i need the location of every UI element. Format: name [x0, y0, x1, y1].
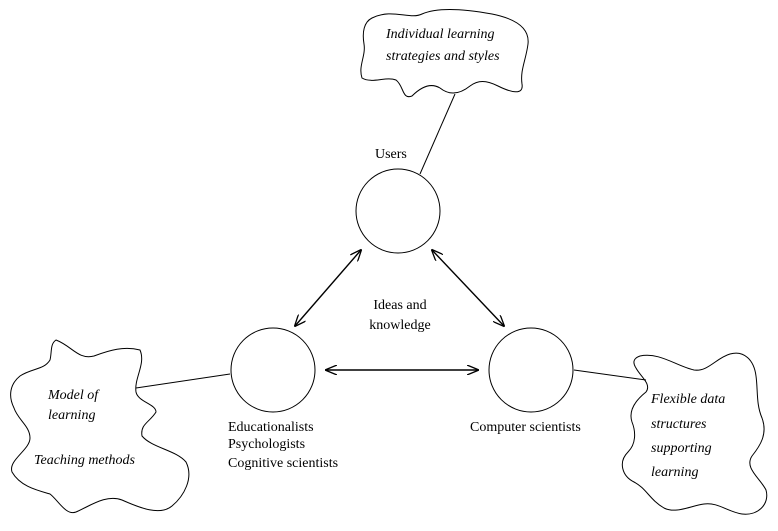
cognitive-scientists-label: Cognitive scientists [228, 456, 338, 471]
arrow-users-educationalists [295, 250, 361, 326]
center-label-line-2: knowledge [369, 318, 430, 333]
connector-computer-scientists-cloud [573, 369, 647, 381]
cloud-top-line-2: strategies and styles [386, 49, 500, 64]
connector-users-cloud [419, 93, 456, 175]
cloud-right [621, 352, 768, 515]
cloud-right-line-1: Flexible data [650, 392, 725, 407]
cloud-right-line-2: structures [651, 417, 707, 432]
cloud-left [10, 339, 190, 514]
computer-scientists-label: Computer scientists [470, 420, 581, 435]
educationalists-label: Educationalists [228, 420, 314, 435]
cloud-top-line-1: Individual learning [385, 27, 495, 42]
center-label-line-1: Ideas and [373, 298, 426, 313]
computer-scientists-node [488, 327, 574, 413]
users-node [355, 168, 441, 254]
cloud-left-line-1: Model of [47, 388, 100, 403]
cloud-top [360, 8, 529, 98]
users-label: Users [375, 147, 407, 162]
cloud-right-line-3: supporting [651, 441, 712, 456]
cloud-left-line-3: Teaching methods [34, 453, 136, 468]
cloud-left-line-2: learning [48, 408, 95, 423]
connector-educationalists-cloud [135, 373, 231, 389]
arrow-users-computer-scientists [432, 250, 504, 326]
educationalists-node [230, 327, 316, 413]
cloud-right-line-4: learning [651, 465, 698, 480]
psychologists-label: Psychologists [228, 437, 305, 452]
